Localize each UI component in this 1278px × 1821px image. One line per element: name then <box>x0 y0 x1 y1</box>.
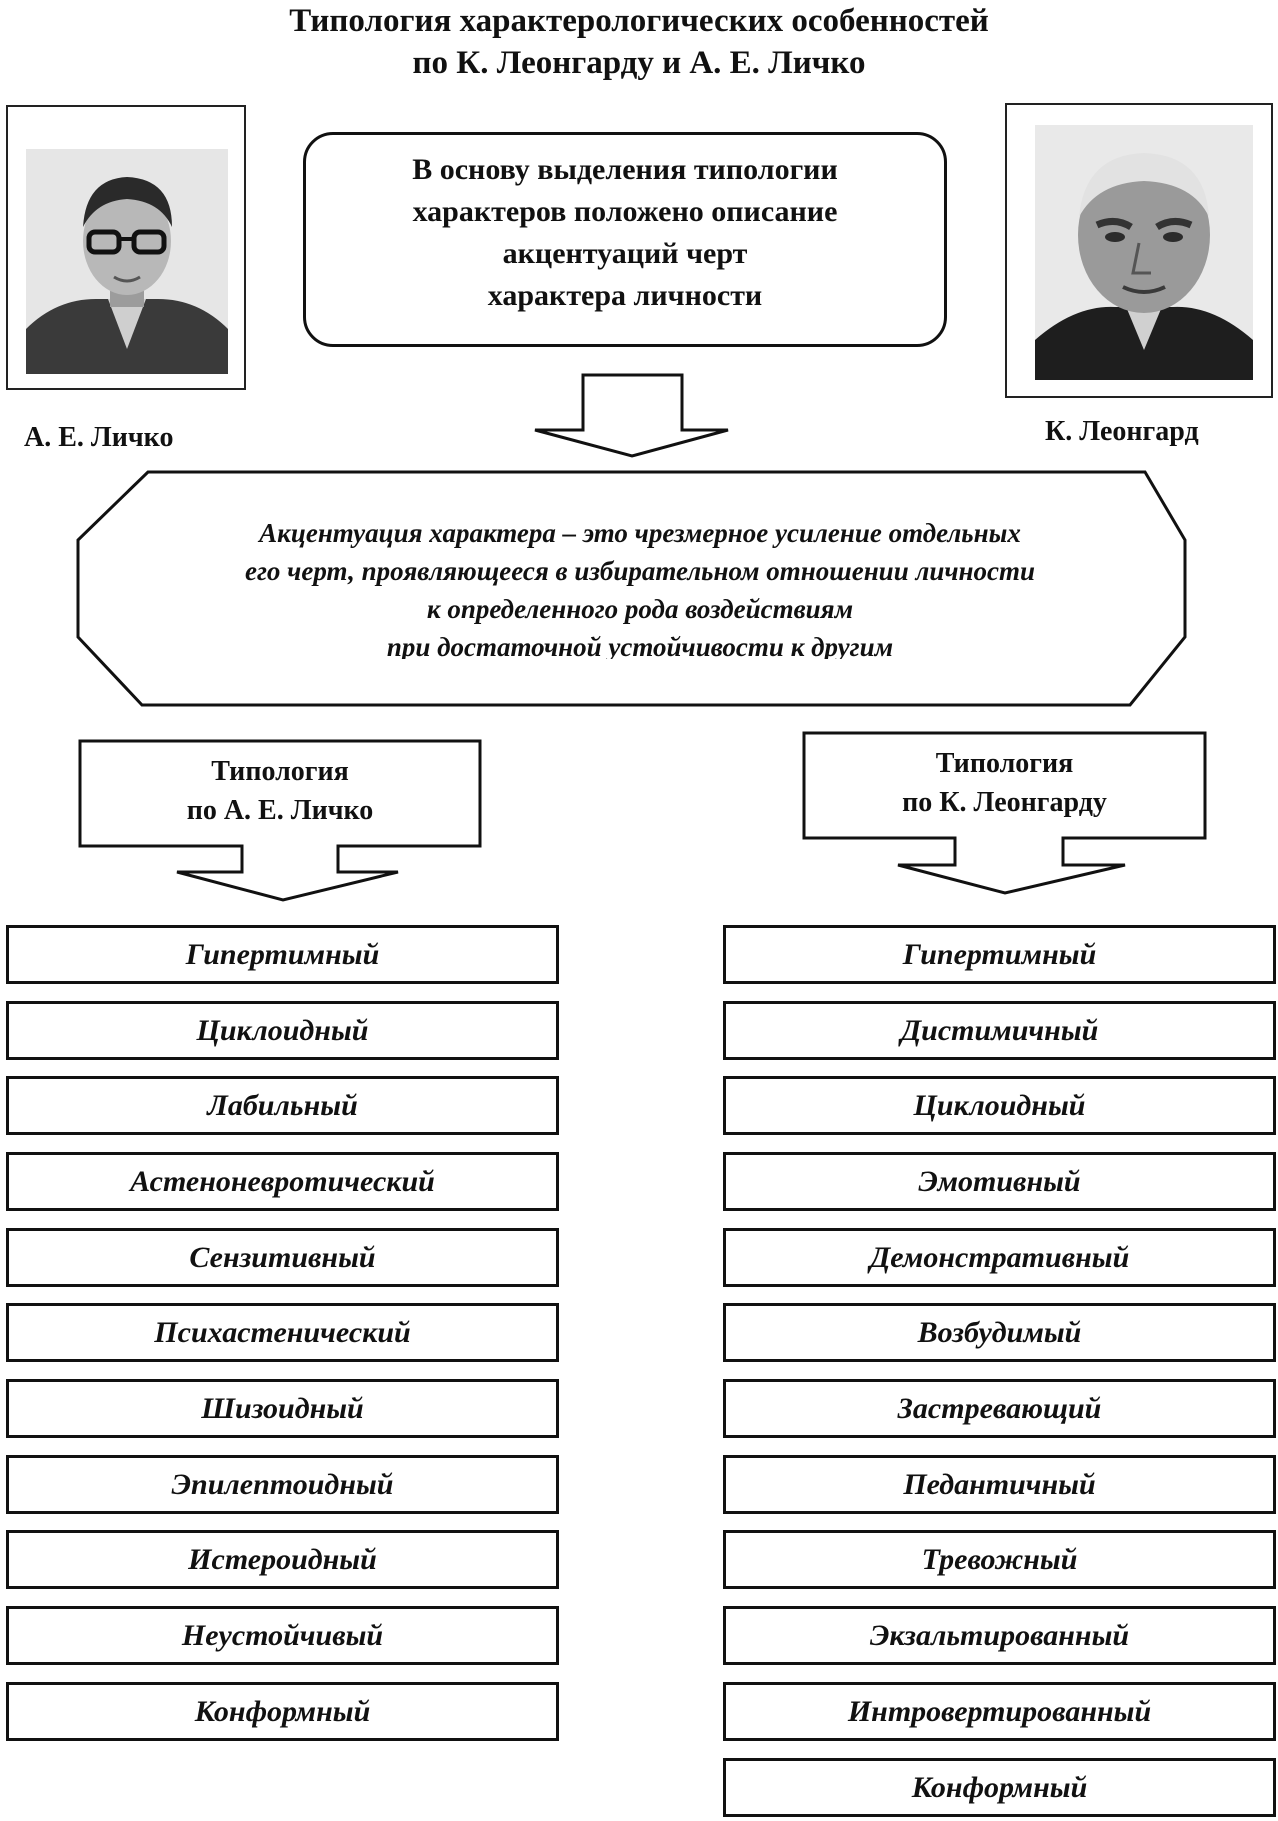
basis-line-2: характеров положено описание <box>412 194 838 228</box>
lichko-type-item: Психастенический <box>6 1303 559 1362</box>
leonhard-type-item: Циклоидный <box>723 1076 1276 1135</box>
leonhard-type-item: Экзальтированный <box>723 1606 1276 1665</box>
lichko-type-item: Шизоидный <box>6 1379 559 1438</box>
lichko-heading-arrow <box>78 739 482 902</box>
lichko-type-item: Истероидный <box>6 1530 559 1589</box>
down-block-arrow <box>534 373 729 458</box>
leonhard-caption: К. Леонгард <box>1045 416 1199 447</box>
lichko-type-item: Эпилептоидный <box>6 1455 559 1514</box>
leonhard-type-item: Дистимичный <box>723 1001 1276 1060</box>
basis-line-1: В основу выделения типологии <box>412 152 838 186</box>
title-line-1: Типология характерологических особенност… <box>289 3 989 39</box>
lichko-type-item: Астеноневротический <box>6 1152 559 1211</box>
leonhard-type-item: Эмотивный <box>723 1152 1276 1211</box>
lichko-type-item: Сензитивный <box>6 1228 559 1287</box>
lichko-heading-line-2: по А. Е. Личко <box>186 795 374 826</box>
lichko-type-item: Конформный <box>6 1682 559 1741</box>
lichko-type-item: Циклоидный <box>6 1001 559 1060</box>
leonhard-type-item: Интровертированный <box>723 1682 1276 1741</box>
typology-basis-box: В основу выделения типологии характеров … <box>303 132 947 347</box>
leonhard-portrait <box>1035 125 1253 380</box>
lichko-caption: А. Е. Личко <box>24 422 174 453</box>
leonhard-type-item: Конформный <box>723 1758 1276 1817</box>
lichko-portrait <box>26 149 228 374</box>
definition-line-4: при достаточной устойчивости к другим <box>386 632 894 659</box>
diagram-title: Типология характерологических особенност… <box>0 0 1278 84</box>
leonhard-type-item: Возбудимый <box>723 1303 1276 1362</box>
leonhard-photo-frame <box>1005 103 1273 398</box>
leonhard-type-item: Демонстративный <box>723 1228 1276 1287</box>
title-line-2: по К. Леонгарду и А. Е. Личко <box>412 45 866 81</box>
lichko-heading-line-1: Типология <box>211 756 349 787</box>
lichko-type-item: Лабильный <box>6 1076 559 1135</box>
lichko-typology-heading: Типология по А. Е. Личко <box>80 752 480 830</box>
basis-line-4: характера личности <box>487 278 763 312</box>
leonhard-type-item: Застревающий <box>723 1379 1276 1438</box>
leonhard-typology-heading: Типология по К. Леонгарду <box>804 744 1205 822</box>
leonhard-heading-arrow <box>802 731 1207 895</box>
leonhard-type-item: Тревожный <box>723 1530 1276 1589</box>
definition-octagon <box>76 470 1187 707</box>
accentuation-definition: Акцентуация характера – это чрезмерное у… <box>100 514 1180 659</box>
lichko-photo-frame <box>6 105 246 390</box>
leonhard-type-item: Педантичный <box>723 1455 1276 1514</box>
definition-line-2: его черт, проявляющееся в избирательном … <box>244 556 1035 586</box>
definition-line-1: Акцентуация характера – это чрезмерное у… <box>259 518 1021 548</box>
leonhard-type-item: Гипертимный <box>723 925 1276 984</box>
definition-line-3: к определенного рода воздействиям <box>426 594 854 624</box>
lichko-type-item: Неустойчивый <box>6 1606 559 1665</box>
lichko-type-item: Гипертимный <box>6 925 559 984</box>
basis-line-3: акцентуаций черт <box>502 236 748 270</box>
leonhard-heading-line-2: по К. Леонгарду <box>902 787 1107 818</box>
leonhard-heading-line-1: Типология <box>935 748 1074 779</box>
